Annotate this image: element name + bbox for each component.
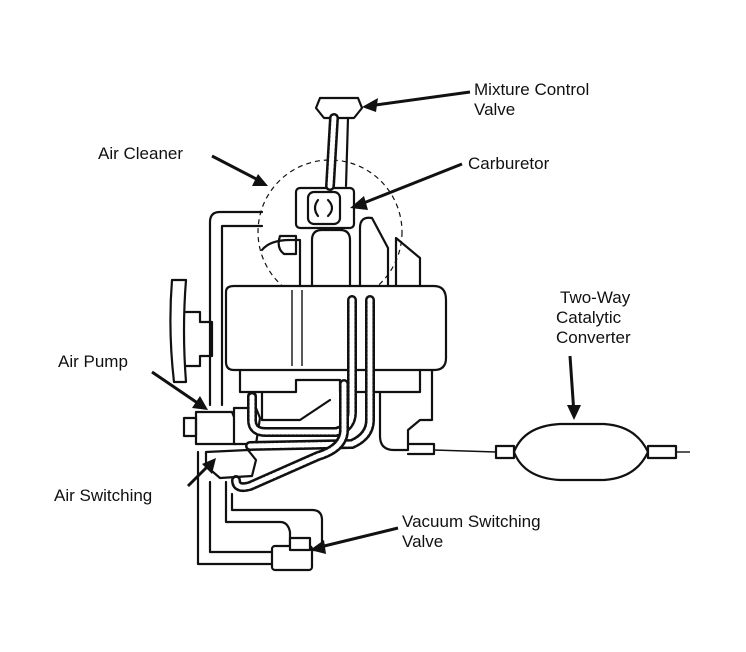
converter-inlet bbox=[494, 444, 516, 460]
label-carburetor: Carburetor bbox=[468, 154, 550, 173]
label-mixture-control-valve: Mixture Control Valve bbox=[474, 80, 590, 119]
label-air-pump: Air Pump bbox=[58, 352, 128, 371]
air-pump-body bbox=[194, 410, 238, 446]
mixture-control-valve bbox=[314, 96, 364, 120]
carburetor-venturi bbox=[313, 198, 334, 218]
air-pump-port bbox=[182, 416, 198, 438]
choke-fitting bbox=[277, 234, 298, 256]
oil-pan bbox=[238, 368, 422, 394]
intake-left bbox=[260, 238, 302, 288]
vsv-lines bbox=[196, 450, 324, 566]
carburetor-throat bbox=[306, 190, 342, 226]
catalytic-converter bbox=[512, 422, 650, 482]
air-tube-left bbox=[208, 210, 264, 407]
label-air-cleaner: Air Cleaner bbox=[98, 144, 184, 163]
engine-block bbox=[224, 284, 448, 372]
vsv-cap bbox=[288, 536, 312, 552]
label-two-way-catalytic-converter: Two-Way Catalytic Converter bbox=[556, 288, 631, 347]
label-vacuum-switching-valve: Vacuum Switching Valve bbox=[402, 512, 541, 551]
label-air-switching: Air Switching bbox=[54, 486, 153, 505]
exhaust-outlet bbox=[406, 442, 436, 456]
manifold-lower bbox=[260, 368, 434, 452]
pump-pulley bbox=[169, 278, 188, 384]
mcv-hose-inner bbox=[327, 115, 337, 189]
mcv-line bbox=[344, 116, 350, 188]
intake-runners bbox=[310, 216, 422, 288]
converter-outlet bbox=[646, 444, 678, 460]
vacuum-hoses bbox=[231, 295, 375, 493]
engine-block-divider bbox=[291, 290, 303, 366]
exhaust-pipe bbox=[433, 449, 497, 453]
leader-arrows bbox=[151, 90, 581, 554]
pump-hub bbox=[184, 310, 214, 368]
